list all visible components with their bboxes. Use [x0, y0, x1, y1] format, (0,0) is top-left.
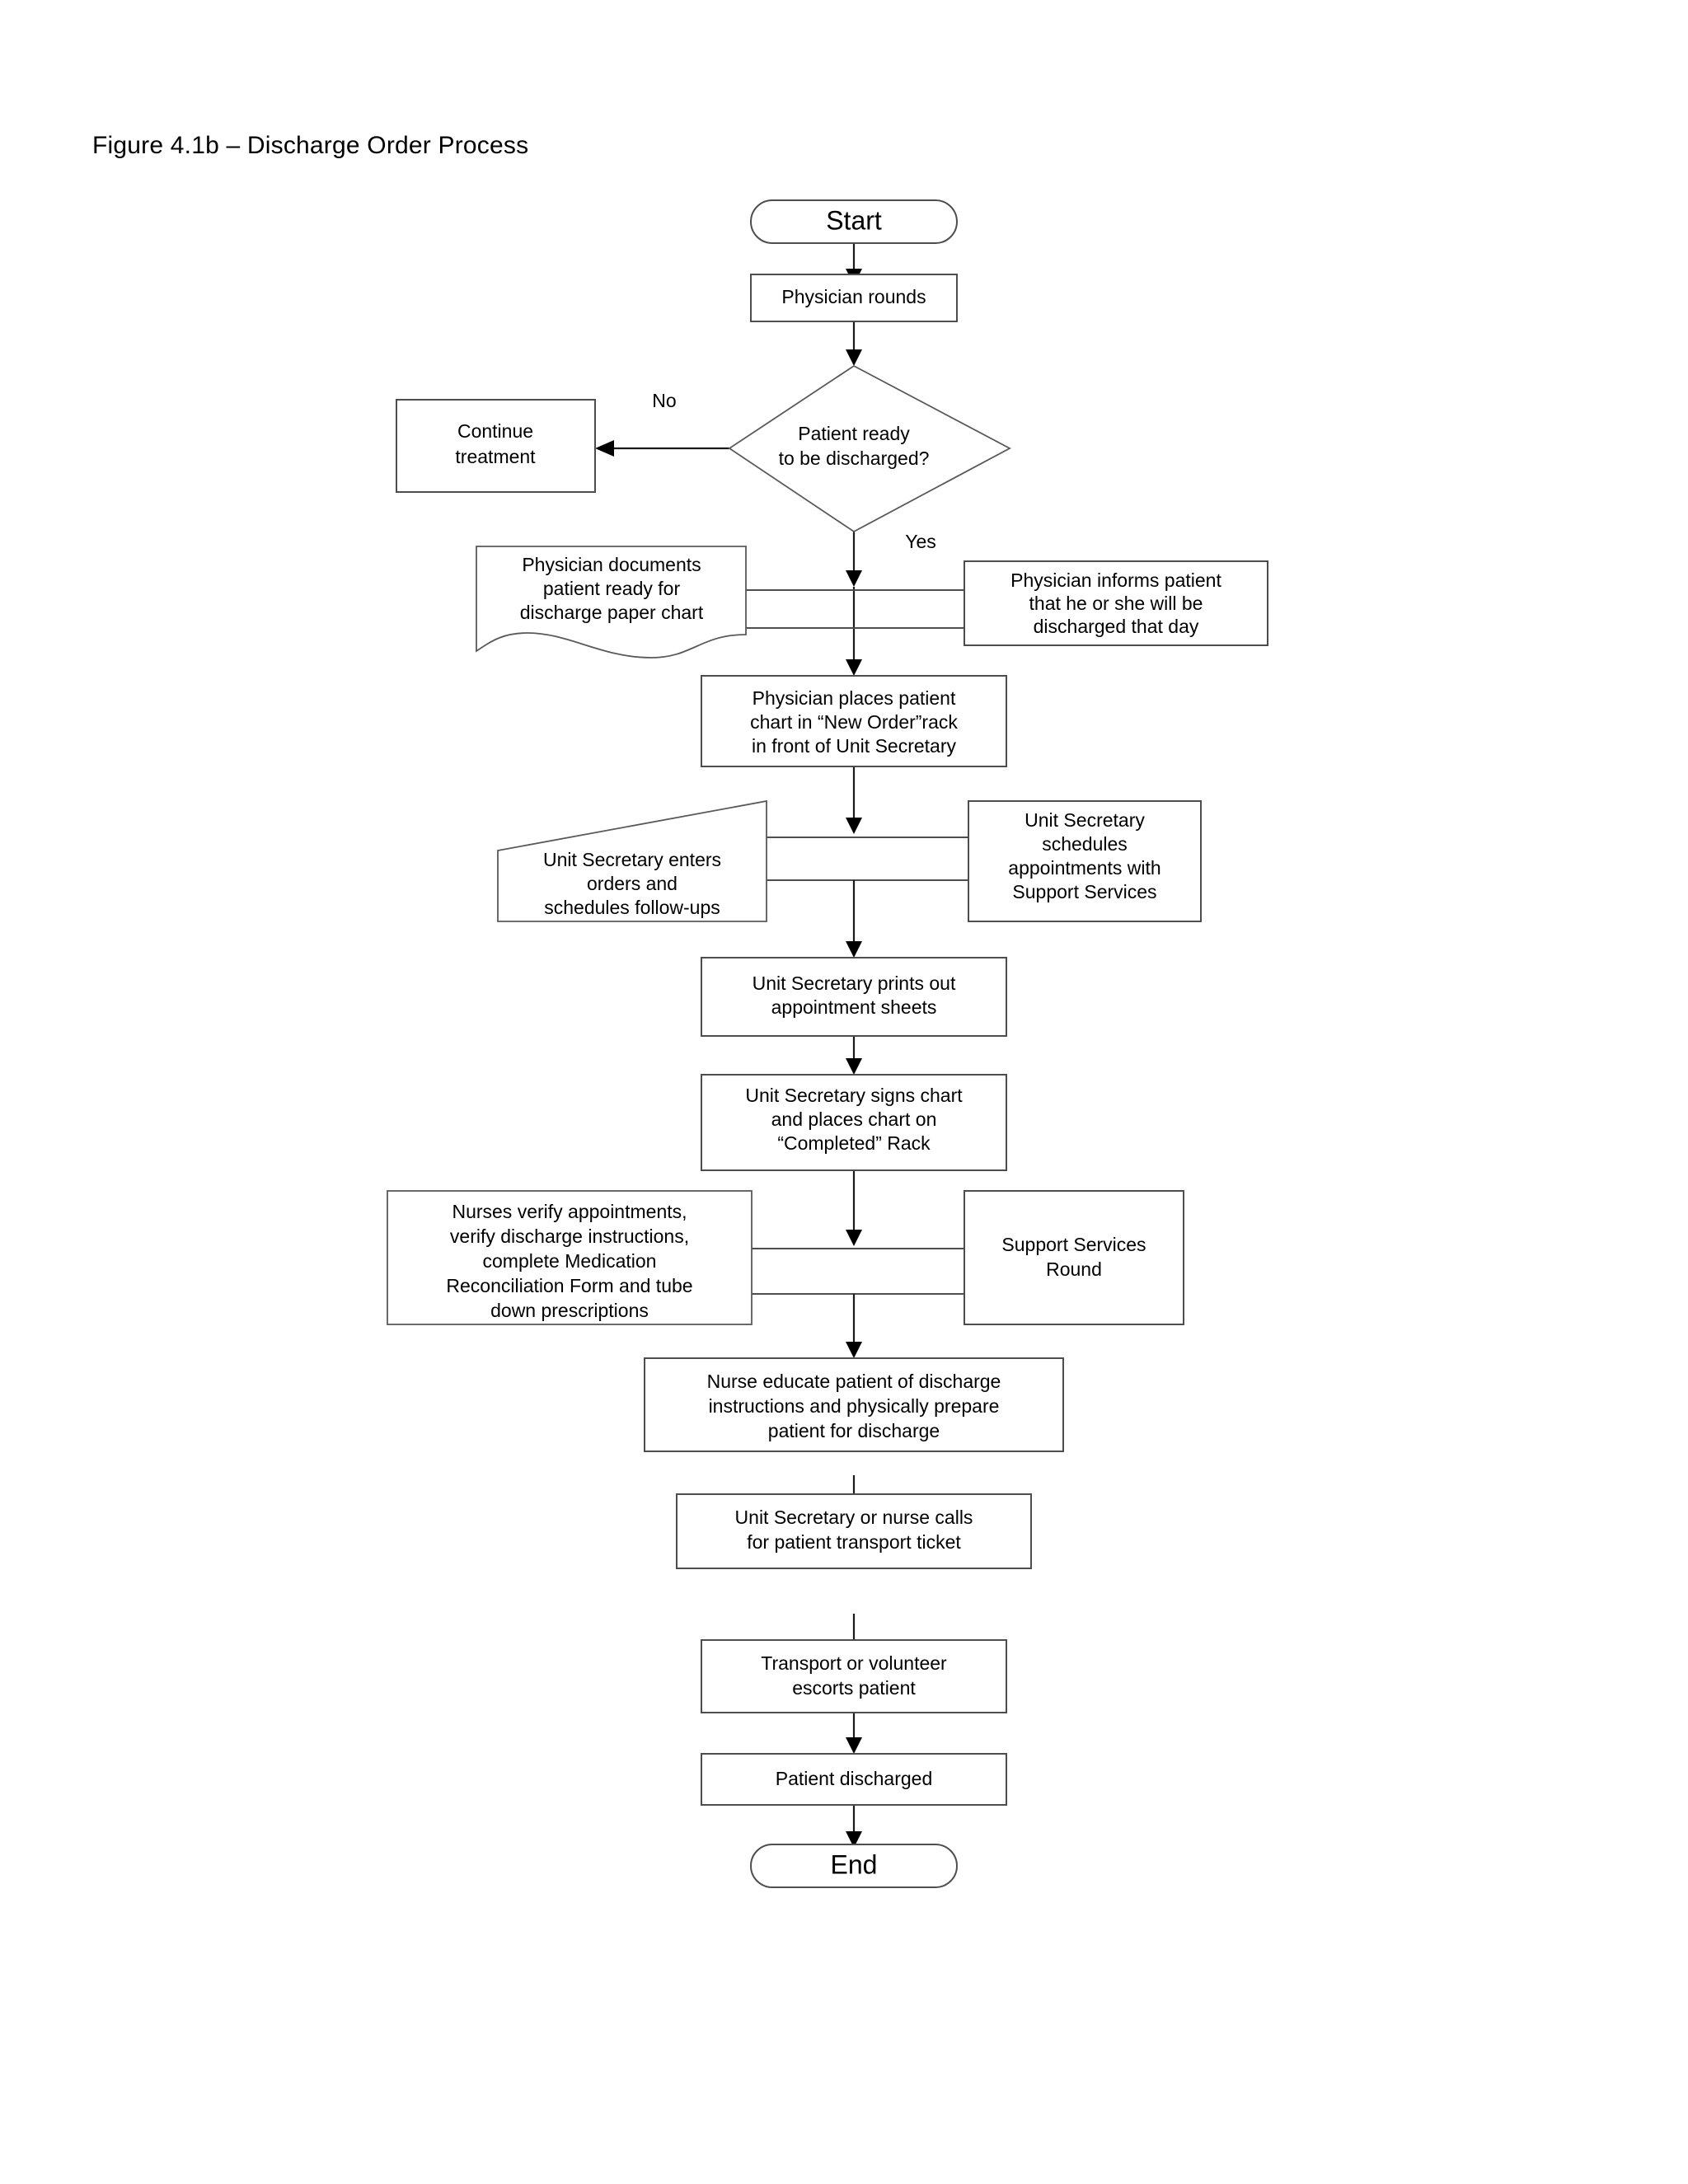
edge-label-yes: Yes: [905, 531, 936, 552]
places-chart-line2: chart in “New Order”rack: [750, 711, 958, 733]
node-nurses-verify[interactable]: Nurses verify appointments, verify disch…: [387, 1190, 753, 1325]
continue-treatment-line2: treatment: [455, 446, 536, 467]
nurses-verify-line4: Reconciliation Form and tube: [446, 1275, 692, 1296]
arrowhead-prints-to-signs: [846, 1058, 862, 1075]
decision-shape: [728, 364, 1011, 533]
enters-orders-line3: schedules follow-ups: [544, 897, 720, 918]
node-schedules-appointments[interactable]: Unit Secretary schedules appointments wi…: [968, 800, 1202, 922]
physician-informs-shape: [964, 560, 1268, 646]
continue-treatment-line1: Continue: [457, 420, 533, 442]
escorts-patient-line1: Transport or volunteer: [761, 1652, 947, 1674]
physician-rounds-shape: [750, 274, 958, 322]
nurse-educate-shape: [644, 1357, 1064, 1452]
arrowhead-to-educate: [846, 1342, 862, 1358]
nurses-verify-shape: [387, 1190, 753, 1325]
edge-label-no: No: [652, 390, 676, 411]
nurses-verify-line5: down prescriptions: [490, 1300, 649, 1321]
physician-rounds-label: Physician rounds: [781, 286, 926, 307]
arrowhead-decision-yes: [846, 570, 862, 587]
end-label: End: [831, 1849, 878, 1879]
physician-documents-shape: [476, 546, 747, 658]
places-chart-shape: [701, 675, 1007, 767]
node-signs-chart[interactable]: Unit Secretary signs chart and places ch…: [701, 1074, 1007, 1171]
node-end[interactable]: End: [750, 1844, 958, 1888]
schedules-appointments-line3: appointments with: [1008, 857, 1160, 879]
arrowhead-to-prints: [846, 941, 862, 958]
signs-chart-line2: and places chart on: [771, 1108, 937, 1130]
nurse-educate-line1: Nurse educate patient of discharge: [707, 1371, 1001, 1392]
physician-informs-line1: Physician informs patient: [1010, 569, 1221, 591]
node-nurse-educate[interactable]: Nurse educate patient of discharge instr…: [644, 1357, 1064, 1452]
node-places-chart[interactable]: Physician places patient chart in “New O…: [701, 675, 1007, 767]
node-escorts-patient[interactable]: Transport or volunteer escorts patient: [701, 1639, 1007, 1713]
edge-layer: [595, 243, 968, 1848]
start-label: Start: [826, 205, 882, 235]
node-continue-treatment[interactable]: Continue treatment: [396, 399, 596, 493]
transport-ticket-shape: [676, 1493, 1032, 1569]
node-patient-discharged[interactable]: Patient discharged: [701, 1753, 1007, 1806]
node-physician-documents[interactable]: Physician documents patient ready for di…: [476, 546, 747, 658]
physician-documents-line2: patient ready for: [543, 578, 681, 599]
decision-label-line2: to be discharged?: [779, 448, 930, 469]
end-shape: [750, 1844, 958, 1888]
prints-sheets-shape: [701, 957, 1007, 1037]
signs-chart-line3: “Completed” Rack: [777, 1132, 931, 1154]
support-services-line1: Support Services: [1001, 1234, 1146, 1255]
start-shape: [750, 199, 958, 244]
arrowhead-decision-to-continue: [595, 440, 614, 457]
node-physician-rounds[interactable]: Physician rounds: [750, 274, 958, 322]
node-support-services-round[interactable]: Support Services Round: [964, 1190, 1184, 1325]
signs-chart-shape: [701, 1074, 1007, 1171]
decision-label-line1: Patient ready: [798, 423, 910, 444]
support-services-round-shape: [964, 1190, 1184, 1325]
page-title: Figure 4.1b – Discharge Order Process: [92, 132, 529, 159]
enters-orders-line1: Unit Secretary enters: [543, 849, 721, 870]
arrowhead-to-places-chart: [846, 659, 862, 676]
arrowhead-signs-to-nurses-row: [846, 1230, 862, 1246]
signs-chart-line1: Unit Secretary signs chart: [745, 1085, 963, 1106]
arrowhead-escorts-to-discharged: [846, 1737, 862, 1754]
prints-sheets-line2: appointment sheets: [771, 996, 937, 1018]
prints-sheets-line1: Unit Secretary prints out: [753, 972, 956, 994]
escorts-patient-shape: [701, 1639, 1007, 1713]
node-start[interactable]: Start: [750, 199, 958, 244]
transport-ticket-line1: Unit Secretary or nurse calls: [735, 1507, 973, 1528]
arrowhead-discharged-to-end: [846, 1831, 862, 1848]
node-transport-ticket[interactable]: Unit Secretary or nurse calls for patien…: [676, 1493, 1032, 1569]
patient-discharged-shape: [701, 1753, 1007, 1806]
nurses-verify-line1: Nurses verify appointments,: [452, 1201, 687, 1222]
physician-informs-line2: that he or she will be: [1029, 593, 1203, 614]
nurse-educate-line3: patient for discharge: [768, 1420, 940, 1441]
nurses-verify-line2: verify discharge instructions,: [450, 1226, 689, 1247]
schedules-appointments-line4: Support Services: [1012, 881, 1156, 902]
physician-documents-line3: discharge paper chart: [520, 602, 704, 623]
schedules-appointments-line1: Unit Secretary: [1025, 809, 1145, 831]
enters-orders-line2: orders and: [587, 873, 678, 894]
nurses-verify-line3: complete Medication: [483, 1250, 657, 1272]
escorts-patient-line2: escorts patient: [792, 1677, 916, 1699]
node-enters-orders[interactable]: Unit Secretary enters orders and schedul…: [497, 799, 767, 922]
enters-orders-shape: [497, 799, 767, 922]
physician-documents-line1: Physician documents: [522, 554, 701, 575]
physician-informs-line3: discharged that day: [1034, 616, 1199, 637]
node-prints-sheets[interactable]: Unit Secretary prints out appointment sh…: [701, 957, 1007, 1037]
nurse-educate-line2: instructions and physically prepare: [709, 1395, 1000, 1417]
patient-discharged-label: Patient discharged: [776, 1768, 933, 1789]
arrowhead-rounds-to-decision: [846, 349, 862, 366]
support-services-line2: Round: [1046, 1258, 1102, 1280]
transport-ticket-line2: for patient transport ticket: [747, 1531, 961, 1553]
arrowhead-places-to-secretary: [846, 818, 862, 834]
node-physician-informs[interactable]: Physician informs patient that he or she…: [964, 560, 1268, 646]
continue-treatment-shape: [396, 399, 596, 493]
schedules-appointments-line2: schedules: [1042, 833, 1128, 855]
places-chart-line1: Physician places patient: [753, 687, 956, 709]
places-chart-line3: in front of Unit Secretary: [752, 735, 956, 757]
schedules-appointments-shape: [968, 800, 1202, 922]
node-decision-patient-ready[interactable]: Patient ready to be discharged?: [728, 364, 1011, 533]
